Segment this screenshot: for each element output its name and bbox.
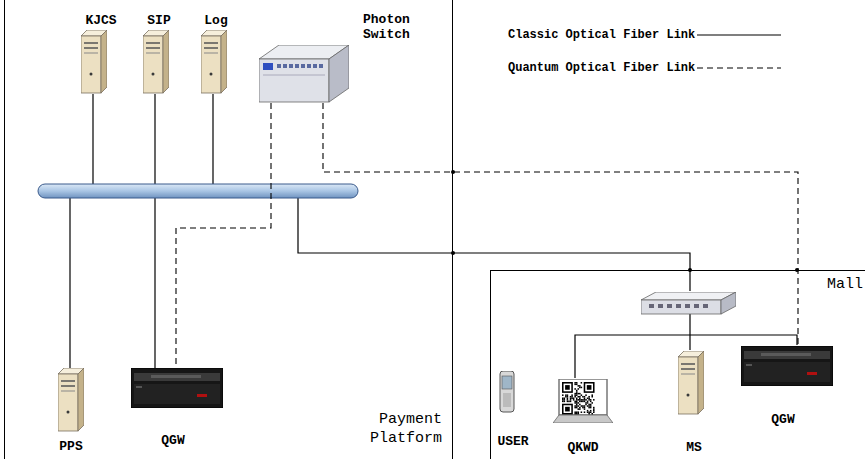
photon-node: Photon Switch [259,45,349,103]
legend-text: Classic Optical Fiber Link [508,28,695,42]
hub-switch [641,292,736,315]
legend-line-sample [695,30,783,40]
legend-text: Quantum Optical Fiber Link [508,61,695,75]
server-node: MS [678,351,704,415]
server-node: SIP [143,30,169,94]
qgw-node: QGW [131,368,223,408]
classic-wires [70,94,797,378]
device-label: QGW [771,412,794,427]
device-label: SIP [147,13,170,28]
quantum-link [176,103,271,368]
server-icon [58,368,84,432]
laptop-node: QKWD [553,379,613,423]
quantum-link [323,103,798,346]
device-label: USER [497,434,528,449]
device-label: QKWD [567,440,598,455]
qgw-icon [741,346,833,386]
hub-icon [641,292,736,315]
laptop-icon [553,379,613,423]
legend-line-sample [695,63,783,73]
region-label: Mall [827,275,863,294]
junction-dots [451,170,799,272]
network-bus [38,184,358,198]
region-label: Payment Platform [356,410,442,448]
region-box: MallUSER QKWD MS QGW [490,270,865,459]
server-node: Log [201,30,227,94]
server-icon [81,30,107,94]
server-node: KJCS [81,30,107,94]
server-icon [143,30,169,94]
photon-icon [259,45,349,103]
server-icon [678,351,704,415]
legend: Classic Optical Fiber LinkQuantum Optica… [508,26,783,92]
qgw-node: QGW [741,346,833,386]
device-label: MS [686,440,702,455]
device-label: PPS [59,439,82,454]
legend-row: Classic Optical Fiber Link [508,26,783,44]
device-label: KJCS [85,13,116,28]
phone-icon [498,371,516,413]
region-box: Payment PlatformKJCSSIPLogPhoton SwitchP… [4,0,453,459]
device-label: Photon Switch [363,12,423,42]
server-node: PPS [58,368,84,432]
qgw-icon [131,368,223,408]
phone-node: USER [498,371,516,413]
device-label: Log [204,13,227,28]
server-icon [201,30,227,94]
device-label: QGW [161,433,184,448]
legend-row: Quantum Optical Fiber Link [508,59,783,77]
